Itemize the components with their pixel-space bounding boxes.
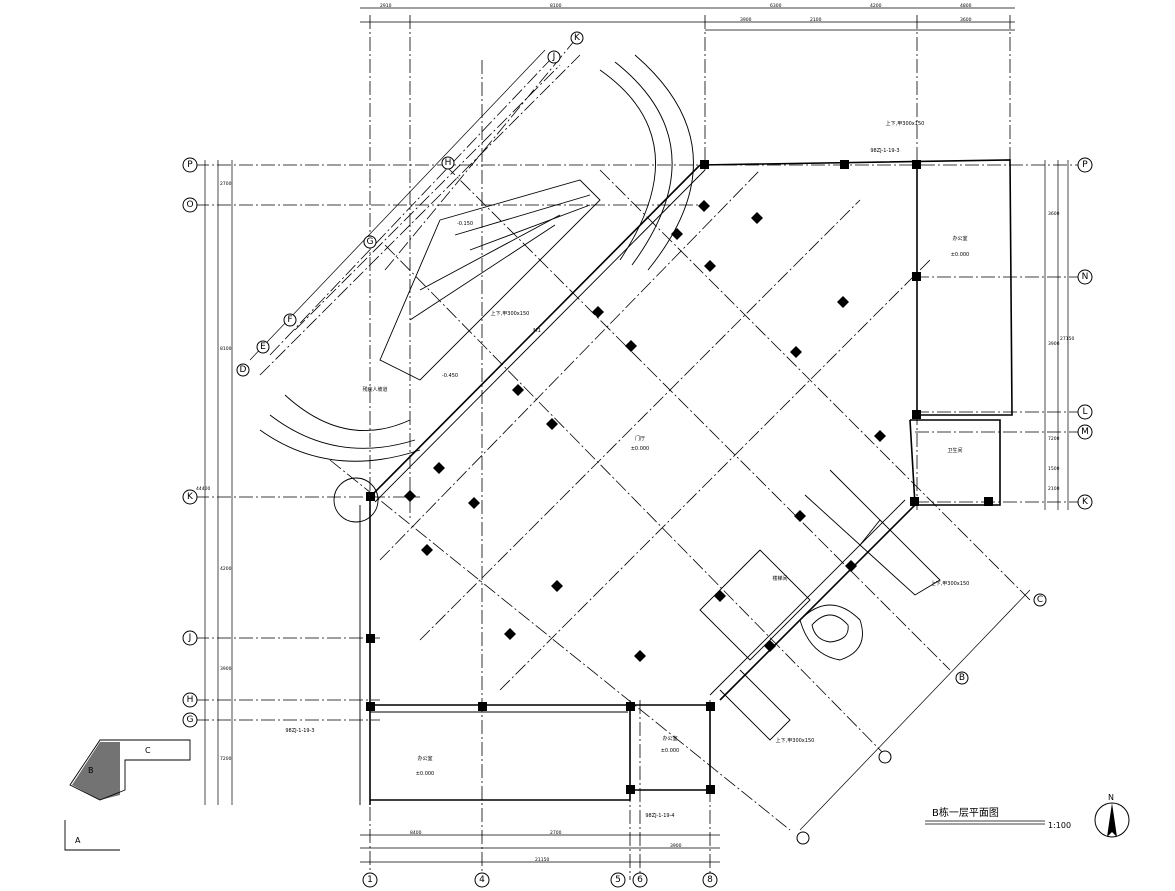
dim-right-3: 27150 — [1060, 336, 1074, 342]
axis-diag-5: F — [287, 315, 292, 325]
axis-left-3: K — [187, 492, 194, 502]
grid-lines-diagonal — [259, 39, 1031, 831]
axis-left-6: G — [187, 715, 194, 725]
walls — [259, 54, 1013, 805]
key-plan-a-outline — [64, 820, 120, 851]
axis-diag-10-bubble — [878, 750, 892, 764]
axis-bottom-2: 4 — [479, 875, 485, 885]
label-stair-note-1: 上下,甲300x150 — [886, 120, 925, 127]
key-plan-outline — [69, 739, 191, 801]
key-plan-label-b: B — [88, 766, 94, 775]
key-plan-label-c: C — [145, 746, 151, 755]
dim-right-6: 2100 — [1048, 486, 1060, 492]
axis-diag-1: K — [574, 33, 581, 43]
label-floor-level: -0.150 — [457, 221, 473, 227]
dim-top-3: 6300 — [770, 3, 782, 9]
label-office-right: 办公室 — [952, 235, 967, 242]
dim-right-5: 1500 — [1048, 466, 1060, 472]
north-arrow: N — [1094, 793, 1130, 838]
label-detail-ref-1: 98ZJ-1-19-3 — [870, 148, 899, 154]
label-hall: 门厅 — [635, 435, 645, 442]
label-office-bottom-left: 办公室 — [417, 755, 432, 762]
axis-diag-7: D — [240, 365, 247, 375]
dim-bottom-1: 8400 — [410, 830, 422, 836]
axis-bottom-4: 6 — [637, 875, 643, 885]
dim-left-2: 8100 — [220, 346, 232, 352]
label-office-bottom-mid: 办公室 — [662, 735, 677, 742]
grid-lines-vertical — [369, 15, 1011, 880]
label-stair-note-4: 上下,甲300x150 — [931, 580, 970, 587]
key-plan-hatch — [72, 742, 120, 800]
dim-top-6: 2100 — [810, 17, 822, 23]
dim-left-6: 44400 — [196, 486, 210, 492]
axis-left-4: J — [188, 633, 192, 643]
axis-bottom-3: 5 — [615, 875, 621, 885]
dim-top-8: 3600 — [960, 17, 972, 23]
dim-top-4: 4200 — [870, 3, 882, 9]
axis-right-3: L — [1082, 407, 1087, 417]
axis-right-1: P — [1082, 160, 1088, 170]
axis-left-5: H — [187, 695, 194, 705]
axis-bottom-5: 8 — [707, 875, 713, 885]
axis-left-1: P — [187, 160, 193, 170]
label-detail-ref-2: 98ZJ-1-19-3 — [285, 728, 314, 734]
structural-columns — [366, 160, 993, 794]
dim-right-2: 3900 — [1048, 341, 1060, 347]
north-label: N — [1108, 793, 1114, 802]
axis-left-2: O — [186, 200, 193, 210]
dim-left-4: 3900 — [220, 666, 232, 672]
dim-top-5: 3900 — [740, 17, 752, 23]
label-office-right-elev: ±0.000 — [951, 252, 970, 258]
room-labels: 门厅 ±0.000 办公室 ±0.000 办公室 ±0.000 办公室 ±0.0… — [285, 120, 969, 819]
key-plan: A B C — [64, 739, 191, 851]
axis-diag-8: C — [1037, 595, 1043, 605]
dimension-lines — [204, 7, 1069, 863]
dim-bottom-2: 2700 — [550, 830, 562, 836]
label-stairs-room: 楼梯间 — [772, 575, 787, 582]
grid-lines-horizontal — [195, 164, 1080, 721]
axis-right-5: K — [1082, 497, 1089, 507]
key-plan-label-a: A — [75, 836, 81, 845]
drawing-title: B栋一层平面图 — [932, 806, 999, 819]
grid-bubbles: P O K J H G P N L M K 1 4 5 6 8 K J — [182, 31, 1093, 888]
dim-top-1: 2910 — [380, 3, 392, 9]
label-stair-note-3: 上下,甲300x150 — [776, 737, 815, 744]
dim-bottom-4: 21150 — [535, 857, 549, 863]
axis-bottom-1: 1 — [367, 875, 373, 885]
dimension-texts: 2910 8100 6300 4200 3900 2100 4800 3600 … — [196, 3, 1074, 863]
dim-top-7: 4800 — [960, 3, 972, 9]
north-arrow-icon — [1107, 803, 1117, 837]
axis-right-2: N — [1082, 272, 1089, 282]
label-office-bottom-mid-elev: ±0.000 — [661, 748, 680, 754]
axis-diag-9: B — [959, 673, 965, 683]
drawing-title-block: B栋一层平面图 1:100 — [925, 806, 1071, 830]
label-hall-elev: ±0.000 — [631, 446, 650, 452]
axis-right-4: M — [1081, 427, 1089, 437]
drawing-scale: 1:100 — [1048, 821, 1071, 830]
dim-bottom-3: 3900 — [670, 843, 682, 849]
label-lobby-code: M1 — [533, 328, 541, 334]
label-stair-note-2: 上下,甲300x150 — [491, 310, 530, 317]
axis-diag-4: G — [367, 237, 374, 247]
label-level-neg: -0.450 — [442, 373, 458, 379]
dim-right-1: 3600 — [1048, 211, 1060, 217]
label-toilet: 卫生间 — [947, 447, 962, 454]
label-detail-ref-3: 98ZJ-1-19-4 — [645, 813, 674, 819]
axis-diag-2: J — [552, 52, 556, 62]
axis-diag-11-bubble — [796, 831, 810, 845]
label-ramp-note: 残疾人坡道 — [362, 386, 387, 393]
dim-top-2: 8100 — [550, 3, 562, 9]
dim-left-3: 4200 — [220, 566, 232, 572]
dim-right-4: 7200 — [1048, 436, 1060, 442]
label-office-bottom-left-elev: ±0.000 — [416, 771, 435, 777]
axis-diag-6: E — [260, 342, 266, 352]
dim-left-1: 2700 — [220, 181, 232, 187]
axis-diag-3: H — [445, 158, 452, 168]
dim-left-5: 7200 — [220, 756, 232, 762]
